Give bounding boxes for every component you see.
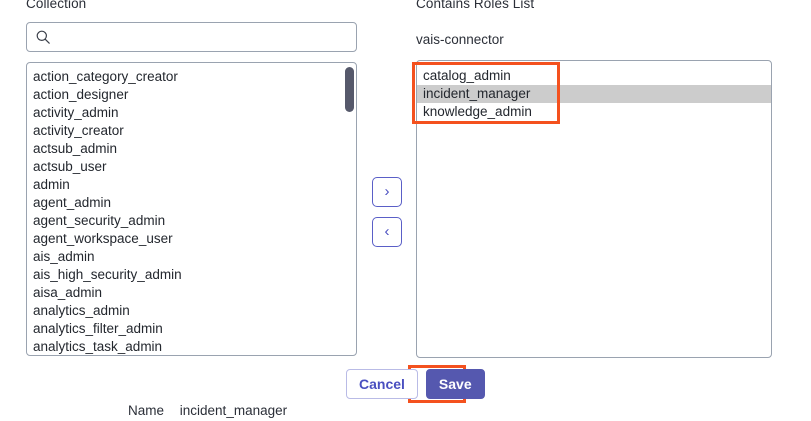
collection-list-item[interactable]: analytics_admin bbox=[33, 303, 130, 318]
contains-roles-list-item[interactable]: catalog_admin bbox=[423, 68, 511, 83]
search-input[interactable] bbox=[57, 26, 337, 48]
collection-list-item[interactable]: agent_workspace_user bbox=[33, 231, 173, 246]
cancel-button[interactable]: Cancel bbox=[346, 369, 418, 399]
collection-list-item[interactable]: action_designer bbox=[33, 87, 129, 102]
name-label: Name bbox=[128, 403, 165, 418]
collection-label: Collection bbox=[26, 0, 87, 11]
collection-list-item[interactable]: ais_high_security_admin bbox=[33, 267, 182, 282]
collection-list-item[interactable]: ais_admin bbox=[33, 249, 95, 264]
name-value: incident_manager bbox=[179, 403, 288, 418]
collection-list-item[interactable]: activity_admin bbox=[33, 105, 119, 120]
collection-list-item[interactable]: activity_creator bbox=[33, 123, 124, 138]
scrollbar-thumb[interactable] bbox=[345, 67, 354, 112]
collection-list-item[interactable]: agent_admin bbox=[33, 195, 112, 210]
contains-roles-label: Contains Roles List bbox=[416, 0, 535, 11]
collection-list-item[interactable]: admin bbox=[33, 177, 70, 192]
collection-list-item[interactable]: analytics_task_admin bbox=[33, 339, 163, 354]
dialog-footer: Cancel Save bbox=[346, 369, 485, 399]
name-row: Name incident_manager bbox=[128, 403, 287, 418]
collection-list-item[interactable]: action_category_creator bbox=[33, 69, 178, 84]
search-icon bbox=[35, 29, 51, 45]
contains-roles-list-item[interactable]: incident_manager bbox=[417, 85, 771, 103]
transfer-button-group: › ‹ bbox=[372, 177, 402, 247]
collection-list-item[interactable]: analytics_filter_admin bbox=[33, 321, 163, 336]
collection-list-item[interactable]: actsub_admin bbox=[33, 141, 118, 156]
connector-name-label: vais-connector bbox=[416, 32, 504, 47]
collection-list-item[interactable]: aisa_admin bbox=[33, 285, 103, 300]
collection-list-item[interactable]: agent_security_admin bbox=[33, 213, 166, 228]
contains-roles-list-item[interactable]: knowledge_admin bbox=[423, 104, 532, 119]
save-button[interactable]: Save bbox=[425, 369, 485, 399]
collection-list-item[interactable]: actsub_user bbox=[33, 159, 107, 174]
move-right-button[interactable]: › bbox=[372, 177, 402, 207]
search-box[interactable] bbox=[26, 22, 357, 52]
collection-scrollbar[interactable] bbox=[345, 65, 354, 353]
move-left-button[interactable]: ‹ bbox=[372, 217, 402, 247]
